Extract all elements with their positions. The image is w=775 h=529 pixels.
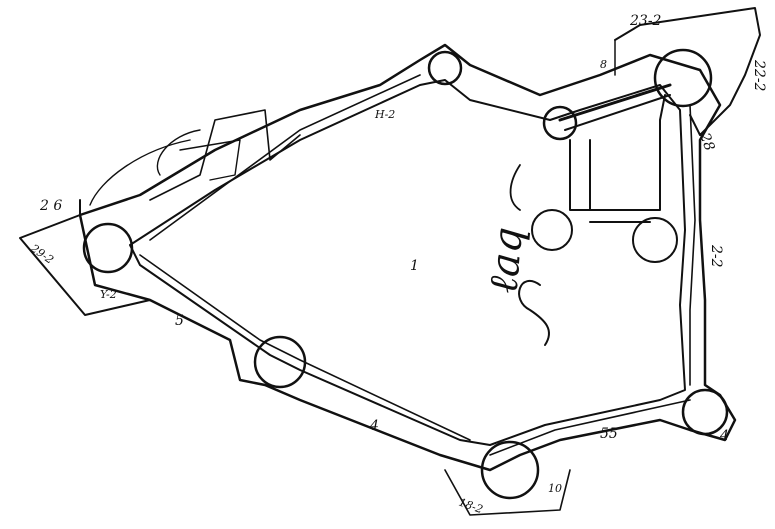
dimension-label: 10 bbox=[548, 482, 562, 495]
inner-structure bbox=[589, 94, 666, 211]
dimension-label: 23-2 bbox=[629, 13, 662, 29]
curve-mark bbox=[509, 164, 521, 211]
wall-line bbox=[489, 399, 691, 456]
curve-mark bbox=[518, 279, 550, 346]
center-label: 1 bbox=[410, 258, 419, 274]
tower-north bbox=[427, 50, 463, 86]
dimension-label: Y-2 bbox=[100, 288, 117, 301]
inner-structure bbox=[569, 139, 591, 211]
dimension-label: 2-2 bbox=[708, 244, 724, 268]
dimension-label: 18-2 bbox=[457, 496, 485, 517]
tower-north-east bbox=[653, 48, 713, 108]
wall-line bbox=[149, 74, 421, 241]
dimension-label: 55 bbox=[600, 426, 618, 442]
tower-south-east bbox=[681, 388, 729, 436]
inner-structure bbox=[564, 94, 671, 131]
dimension-label: 22-2 bbox=[751, 59, 767, 92]
bastion-south bbox=[444, 469, 571, 516]
sketch-structure bbox=[89, 139, 191, 206]
inner-wall bbox=[129, 79, 686, 446]
tower-west bbox=[82, 222, 134, 274]
tower-inner-right bbox=[632, 217, 678, 263]
tower-inner-left bbox=[531, 209, 573, 251]
dimension-label: 8 bbox=[600, 58, 607, 71]
dimension-label: 5 bbox=[175, 313, 184, 329]
tower-south-west bbox=[253, 335, 307, 389]
bastion-west bbox=[19, 199, 151, 316]
outer-wall bbox=[78, 43, 737, 472]
dimension-label: 4 bbox=[719, 428, 729, 444]
dimension-label: 4 bbox=[369, 418, 379, 434]
inner-structure bbox=[558, 83, 672, 122]
bastion-north-east bbox=[614, 7, 761, 136]
wall-line bbox=[139, 254, 471, 441]
dimension-label: 2 6 bbox=[39, 198, 62, 214]
dimension-label: H-2 bbox=[374, 108, 395, 121]
sketch-structure bbox=[156, 129, 241, 181]
dimension-label: 28 bbox=[696, 130, 718, 153]
tower-south bbox=[480, 440, 540, 500]
tower-inner-gate bbox=[542, 105, 578, 141]
sketch-structure bbox=[149, 109, 301, 201]
wall-line bbox=[689, 104, 696, 386]
script-text: ℓaq bbox=[480, 225, 532, 295]
